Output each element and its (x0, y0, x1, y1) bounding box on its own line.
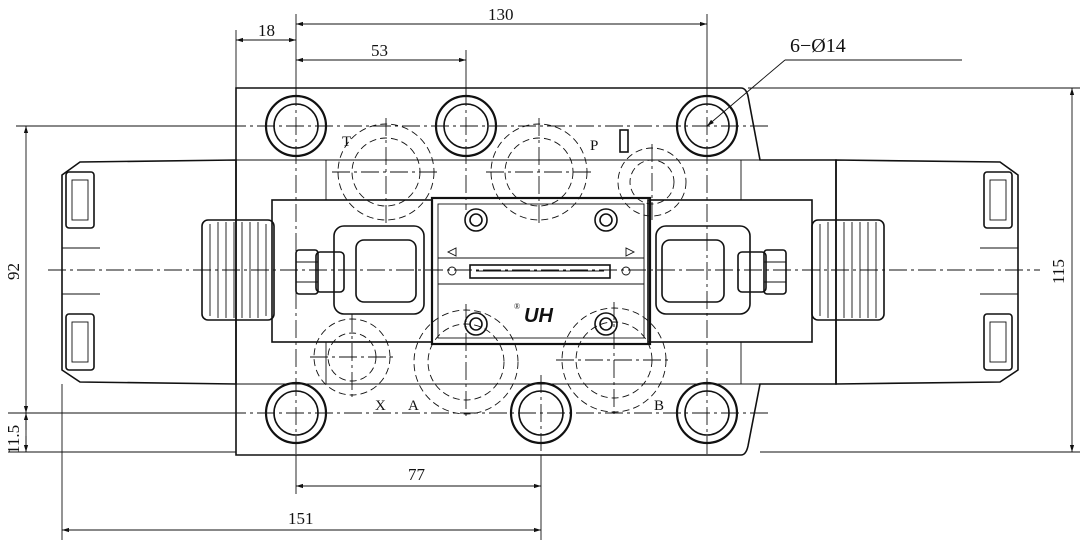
p-marker (619, 129, 629, 153)
dim-hole-callout: 6−Ø14 (790, 35, 846, 57)
dim-18: 18 (258, 21, 275, 40)
valve-body (61, 87, 1019, 456)
dim-53: 53 (371, 41, 388, 60)
dim-115: 115 (1049, 259, 1068, 284)
dim-77: 77 (408, 465, 426, 484)
port-b-label: B (654, 398, 664, 414)
dim-151: 151 (288, 509, 314, 528)
dim-92: 92 (4, 263, 23, 280)
registered-mark: ® (514, 302, 520, 311)
brand-logo: UH (524, 305, 553, 327)
dimension-lines (8, 14, 1080, 540)
dim-130: 130 (488, 5, 514, 24)
port-t-label: T (342, 134, 351, 150)
port-a-label: A (408, 398, 419, 414)
hidden-ports (310, 118, 687, 420)
port-x-label: X (375, 398, 386, 414)
dim-11-5: 11.5 (4, 425, 23, 454)
center-lines (48, 88, 1040, 455)
port-p-label: P (590, 138, 598, 154)
mounting-holes (264, 94, 739, 445)
